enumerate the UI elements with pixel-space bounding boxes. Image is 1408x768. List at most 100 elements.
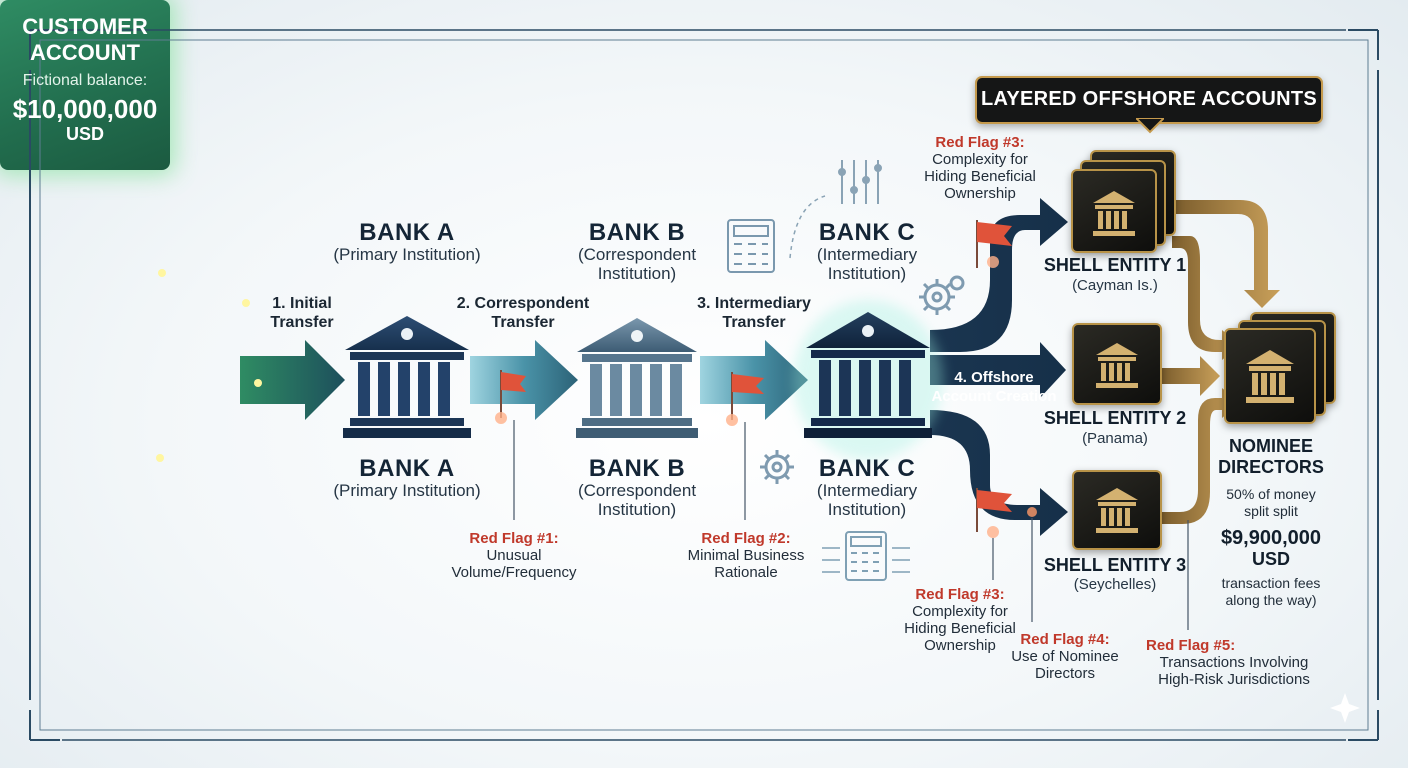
step-1-line2: Transfer bbox=[270, 314, 334, 331]
nominee-fees-line1: transaction fees bbox=[1221, 575, 1321, 591]
bank-c-role-top: (Intermediary Institution) bbox=[787, 245, 947, 283]
nominee-split-line1: 50% of money bbox=[1226, 486, 1316, 502]
bank-a-role-top: (Primary Institution) bbox=[333, 245, 481, 264]
customer-account-card: CUSTOMER ACCOUNT Fictional balance: $10,… bbox=[0, 0, 170, 170]
customer-balance-label: Fictional balance: bbox=[22, 72, 148, 89]
gold-arrow-shell1 bbox=[1172, 236, 1240, 360]
bank-c-building-icon bbox=[804, 312, 932, 438]
shell-1-name: SHELL ENTITY 1 bbox=[1043, 255, 1187, 275]
step-3-line2: Transfer bbox=[722, 314, 786, 331]
red-flag-4: Red Flag #4: Use of Nominee Directors bbox=[1000, 631, 1130, 682]
red-flag-icon-1 bbox=[495, 370, 526, 424]
bank-c-role-bottom: (Intermediary Institution) bbox=[787, 481, 947, 519]
decorative-frame bbox=[29, 29, 1379, 741]
red-flag-2-line2: Rationale bbox=[714, 564, 778, 581]
red-flag-5-line2: High-Risk Jurisdictions bbox=[1158, 671, 1310, 688]
bank-b-role-top: (Correspondent Institution) bbox=[557, 245, 717, 283]
calculator-icon-top bbox=[727, 219, 775, 273]
red-flag-3-top-title: Red Flag #3: bbox=[935, 134, 1025, 151]
layered-offshore-banner: LAYERED OFFSHORE ACCOUNTS bbox=[975, 76, 1323, 124]
bank-icon-nominee bbox=[1246, 350, 1294, 403]
customer-title-line1: CUSTOMER bbox=[22, 14, 148, 39]
calculator-icon-bottom bbox=[822, 531, 910, 581]
red-flag-3-top: Red Flag #3: Complexity for Hiding Benef… bbox=[910, 134, 1050, 202]
step-1-line1: 1. Initial bbox=[272, 295, 332, 312]
nominee-title-line1: NOMINEE bbox=[1228, 436, 1313, 456]
bank-b-role-line1-top: (Correspondent bbox=[577, 245, 697, 264]
step-4-line2: Account Creation bbox=[931, 388, 1057, 405]
red-flag-3-bottom-line2: Hiding Beneficial bbox=[904, 620, 1016, 637]
nominee-currency: USD bbox=[1251, 549, 1290, 569]
bank-b-role-line2-top: Institution) bbox=[597, 264, 677, 283]
red-flag-icon-2 bbox=[726, 372, 764, 426]
dashed-curve bbox=[789, 195, 826, 259]
shell-2-name: SHELL ENTITY 2 bbox=[1043, 408, 1187, 428]
nominee-fees-line2: along the way) bbox=[1225, 592, 1317, 608]
red-flag-4-line1: Use of Nominee bbox=[1011, 648, 1119, 665]
shell-3-location: (Seychelles) bbox=[1073, 576, 1157, 593]
bank-b-title-top: BANK B bbox=[588, 219, 686, 246]
bank-icon-shell-1 bbox=[1093, 191, 1135, 236]
customer-currency: USD bbox=[65, 124, 104, 144]
step-2-line2: Transfer bbox=[491, 314, 555, 331]
red-flag-5-line1: Transactions Involving bbox=[1159, 654, 1309, 671]
sliders-icon bbox=[838, 160, 882, 204]
nominee-text-block: NOMINEE DIRECTORS 50% of money split spl… bbox=[1206, 436, 1336, 609]
bank-a-title-top: BANK A bbox=[359, 219, 455, 246]
arrow-initial-transfer bbox=[240, 340, 345, 420]
bank-a-building-icon bbox=[343, 316, 471, 438]
bank-c-role-line1-top: (Intermediary bbox=[816, 245, 918, 264]
bank-b-building-icon bbox=[576, 318, 698, 438]
arrow-to-shell-2 bbox=[930, 342, 1066, 398]
red-flag-3-top-line1: Complexity for bbox=[932, 151, 1028, 168]
red-flag-2: Red Flag #2: Minimal Business Rationale bbox=[666, 530, 826, 581]
sparkle-icon bbox=[1330, 693, 1360, 723]
step-4-label: 4. Offshore Account Creation bbox=[916, 368, 1072, 406]
bank-c-title-bottom: BANK C bbox=[818, 455, 916, 482]
bank-c-role-line1-bottom: (Intermediary bbox=[816, 481, 918, 500]
red-flag-icon-3-top bbox=[976, 220, 1012, 268]
bank-b-role-bottom: (Correspondent Institution) bbox=[557, 481, 717, 519]
red-flag-3-bottom: Red Flag #3: Complexity for Hiding Benef… bbox=[890, 586, 1030, 654]
bank-icon-shell-3 bbox=[1096, 488, 1138, 533]
inner-frame bbox=[39, 39, 1369, 731]
red-flag-5-title: Red Flag #5: bbox=[1146, 637, 1236, 654]
step-2-line1: 2. Correspondent bbox=[456, 295, 590, 312]
flag-leader-lines bbox=[513, 420, 1189, 630]
red-flag-1-line1: Unusual bbox=[486, 547, 542, 564]
nominee-split-line2: split split bbox=[1244, 503, 1298, 519]
arrow-to-shell-1 bbox=[930, 198, 1068, 352]
gold-arrow-shell3 bbox=[1160, 388, 1240, 524]
red-flag-icon-3-bottom bbox=[976, 488, 1037, 538]
shell-1-location: (Cayman Is.) bbox=[1072, 277, 1158, 294]
bank-a-title-bottom: BANK A bbox=[359, 455, 455, 482]
step-3-label: 3. Intermediary Transfer bbox=[686, 294, 822, 332]
step-3-line1: 3. Intermediary bbox=[697, 295, 811, 312]
red-flag-3-bottom-line3: Ownership bbox=[924, 637, 996, 654]
red-flag-1: Red Flag #1: Unusual Volume/Frequency bbox=[436, 530, 592, 581]
arrow-to-shell-3 bbox=[930, 410, 1068, 536]
red-flag-5: Red Flag #5: Transactions Involving High… bbox=[1146, 637, 1322, 688]
banner-pointer-icon bbox=[1136, 118, 1164, 134]
red-flag-3-top-line3: Ownership bbox=[944, 185, 1016, 202]
bank-b-title-bottom: BANK B bbox=[588, 455, 686, 482]
red-flag-4-title: Red Flag #4: bbox=[1020, 631, 1110, 648]
gear-icon-bank-c bbox=[919, 275, 965, 315]
nominee-directors-card bbox=[1224, 328, 1316, 424]
shell-2-location: (Panama) bbox=[1082, 430, 1148, 447]
bank-c-role-line2-top: Institution) bbox=[827, 264, 907, 283]
bank-c-title-top: BANK C bbox=[818, 219, 916, 246]
shell-3-name: SHELL ENTITY 3 bbox=[1043, 555, 1187, 575]
shell-entity-2-card bbox=[1072, 323, 1162, 405]
customer-title-line2: ACCOUNT bbox=[30, 40, 140, 65]
nominee-amount: $9,900,000 bbox=[1220, 527, 1322, 549]
red-flag-3-bottom-line1: Complexity for bbox=[912, 603, 1008, 620]
red-flag-2-line1: Minimal Business bbox=[687, 547, 805, 564]
red-flag-3-bottom-title: Red Flag #3: bbox=[915, 586, 1005, 603]
step-4-line1: 4. Offshore bbox=[954, 369, 1034, 386]
nominee-title-line2: DIRECTORS bbox=[1218, 457, 1324, 477]
step-1-label: 1. Initial Transfer bbox=[262, 294, 342, 332]
red-flag-3-top-line2: Hiding Beneficial bbox=[924, 168, 1036, 185]
